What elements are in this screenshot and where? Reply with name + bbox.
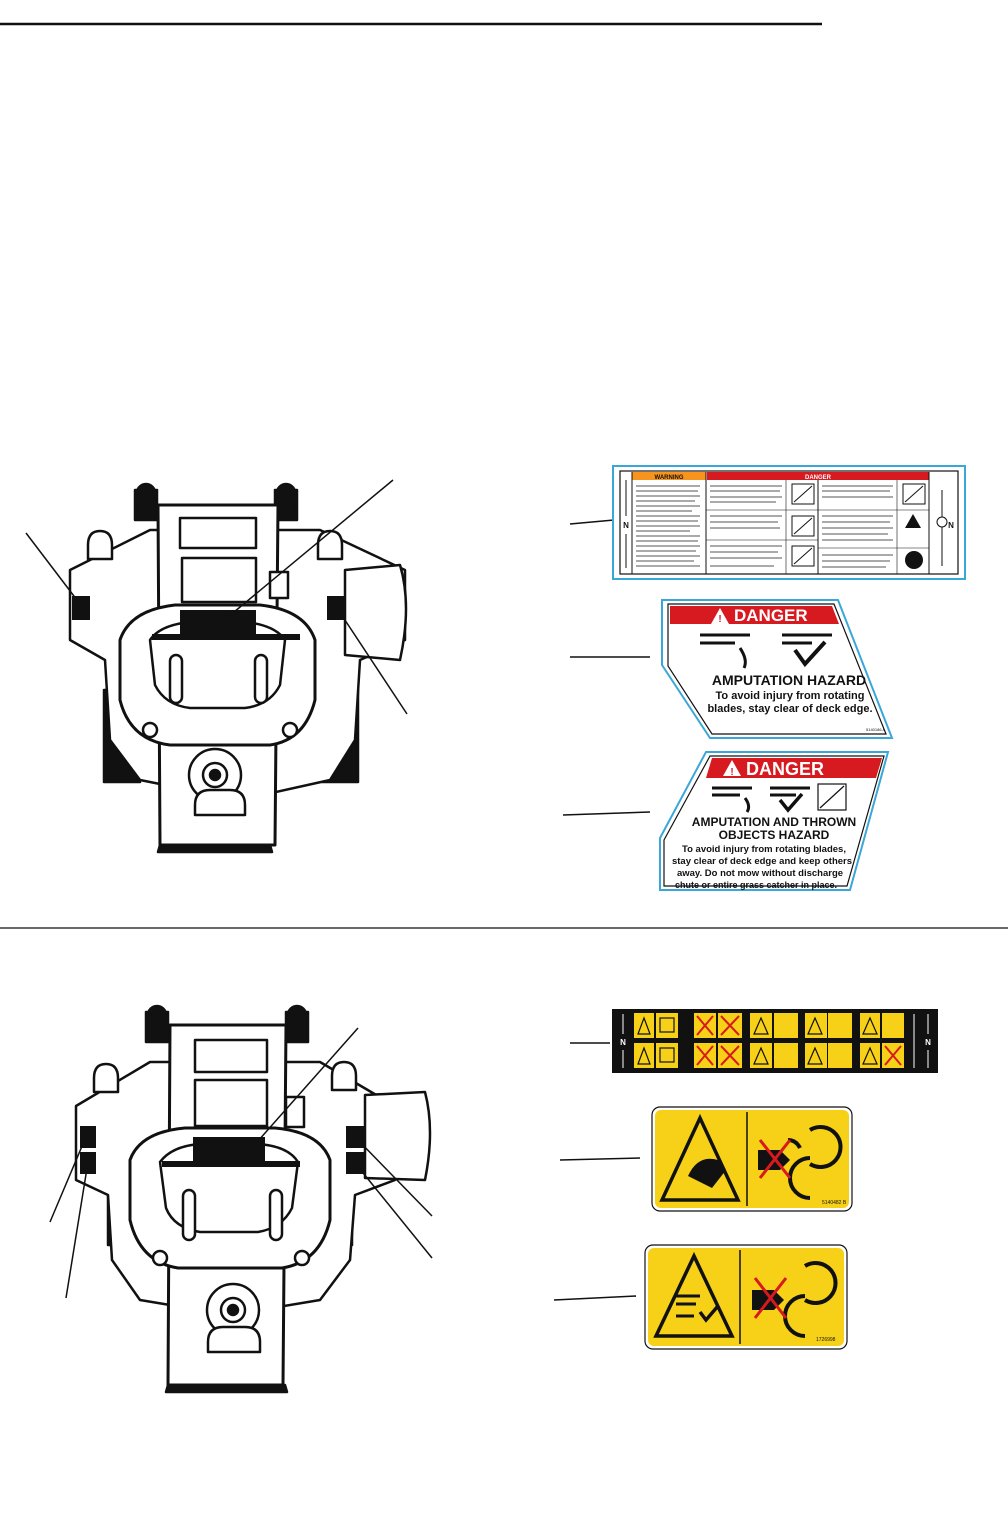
part-number: 5140186 A xyxy=(866,727,885,732)
decal-location-center xyxy=(193,1137,265,1163)
leader-line xyxy=(354,1162,433,1259)
leader-line xyxy=(25,532,81,605)
danger-banner xyxy=(707,472,929,480)
danger-banner xyxy=(706,758,882,778)
strip-end-mark-left: N xyxy=(620,1038,626,1047)
mower-top-view-upper xyxy=(68,482,408,854)
decal-belt-entanglement-2: 1726998 xyxy=(644,1244,848,1350)
decal-body-line2: stay clear of deck edge and keep others xyxy=(672,856,852,867)
part-number: 1726998 xyxy=(816,1337,836,1343)
decal-amputation-hazard: ! DANGER AMPUTATION HAZARD To avoid inju… xyxy=(661,599,894,739)
alert-triangle-icon xyxy=(711,608,729,624)
svg-text:!: ! xyxy=(718,614,721,625)
decal-pointer xyxy=(569,519,615,525)
strip-end-mark-right: N xyxy=(925,1038,931,1047)
fire-icon xyxy=(905,514,921,528)
leader-line xyxy=(354,1136,433,1217)
warning-triangle-icon xyxy=(653,1251,735,1338)
decal-safety-strip: WARNING DANGER xyxy=(612,465,966,580)
mower-top-view-lower xyxy=(74,1004,432,1394)
decal-belt-entanglement-1: 5140482 B xyxy=(651,1106,853,1212)
decal-location-center xyxy=(180,610,256,634)
leader-line xyxy=(249,1027,359,1151)
decal-headline-line2: OBJECTS HAZARD xyxy=(719,828,830,842)
prohibited-x-icon xyxy=(753,1277,788,1319)
part-number: 5140482 B xyxy=(822,1200,847,1206)
decal-pictogram-strip: N N xyxy=(612,1009,938,1073)
leader-line xyxy=(336,607,408,715)
warning-triangle-icon xyxy=(659,1113,741,1202)
hand-in-belt-icon xyxy=(688,1158,726,1188)
decal-headline: AMPUTATION HAZARD xyxy=(712,672,866,688)
strip-end-mark-left: N xyxy=(623,521,629,530)
thrown-object-pictogram xyxy=(712,783,847,813)
decal-pointer xyxy=(553,1295,637,1301)
alert-triangle-icon xyxy=(723,760,741,776)
danger-label: DANGER xyxy=(746,759,824,779)
blade-hazard-pictogram xyxy=(700,633,832,669)
warning-label: WARNING xyxy=(655,475,684,481)
leader-line xyxy=(221,479,394,623)
decal-pointer xyxy=(559,1157,641,1161)
decal-thrown-objects-hazard: ! DANGER AMPUTATION AND THROWN OBJECTS H… xyxy=(659,751,890,891)
exhaust-icon xyxy=(905,551,923,569)
leader-line xyxy=(49,1131,89,1223)
danger-banner xyxy=(670,606,839,624)
decal-headline-line1: AMPUTATION AND THROWN xyxy=(692,815,856,829)
svg-text:!: ! xyxy=(730,767,733,778)
danger-label: DANGER xyxy=(734,606,808,625)
decal-body-line4: chute or entire grass catcher in place. xyxy=(675,880,837,890)
decal-body: To avoid injury from rotating blades, st… xyxy=(707,690,873,715)
danger-label: DANGER xyxy=(805,475,832,481)
decal-pointer xyxy=(562,811,651,816)
prohibited-x-icon xyxy=(758,1139,792,1179)
leader-line xyxy=(65,1161,89,1299)
decal-location-left xyxy=(72,596,90,620)
decal-body-line3: away. Do not mow without discharge xyxy=(677,868,843,879)
decal-body-line1: To avoid injury from rotating blades, xyxy=(682,844,846,855)
strip-end-mark-right: N xyxy=(948,521,954,530)
warning-banner xyxy=(632,472,706,480)
